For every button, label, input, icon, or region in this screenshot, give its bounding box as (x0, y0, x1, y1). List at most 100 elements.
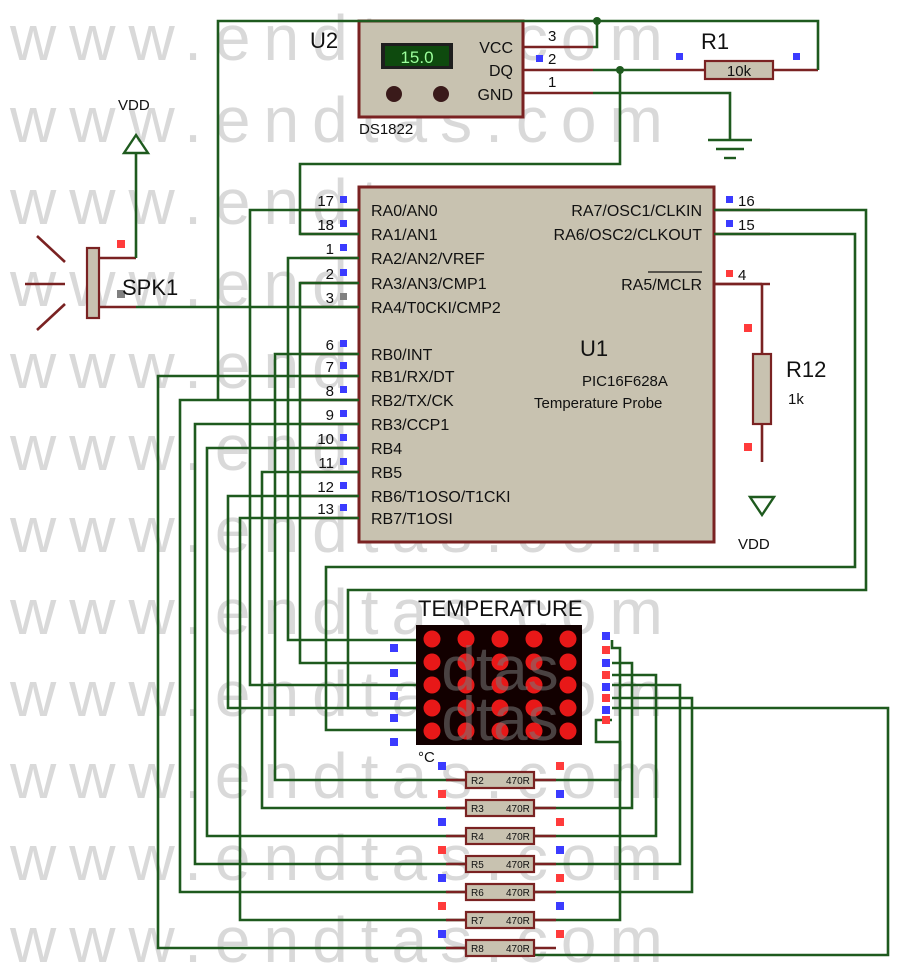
resistor-value: 470R (506, 944, 530, 955)
wire-col1 (534, 640, 622, 782)
u1-left-labels: 17RA0/AN018RA1/AN11RA2/AN2/VREF2RA3/AN3/… (317, 193, 510, 528)
r1-designator: R1 (701, 29, 729, 54)
u1-right-pin-num: 15 (738, 217, 755, 234)
resistor-value: 470R (506, 916, 530, 927)
resistor-designator: R8 (471, 944, 484, 955)
u1-left-pin-name: RB7/T1OSI (371, 511, 453, 528)
u1-left-pin-marker (340, 196, 347, 203)
u1-microcontroller[interactable]: 17RA0/AN018RA1/AN11RA2/AN2/VREF2RA3/AN3/… (300, 185, 770, 544)
u1-left-pin-num: 3 (326, 290, 334, 307)
spk1-marker-top (117, 240, 125, 248)
r1-resistor[interactable]: 10k R1 (660, 29, 818, 81)
u1-left-pin-num: 7 (326, 359, 334, 376)
wire-col6 (532, 706, 890, 957)
u1-right-pin-name: RA5/MCLR (621, 277, 702, 294)
matrix-led (525, 630, 543, 648)
u1-left-pin-name: RA0/AN0 (371, 203, 438, 220)
matrix-led (559, 630, 577, 648)
u1-left-pin-name: RB1/RX/DT (371, 369, 455, 386)
u2-lcd (385, 46, 449, 66)
matrix-led (525, 722, 543, 740)
matrix-led (491, 722, 509, 740)
resistor-marker-left (438, 930, 446, 938)
wire-rb4 (205, 446, 466, 838)
matrix-unit: °C (418, 749, 435, 766)
matrix-left-marker (390, 738, 398, 746)
vdd-bottom-label: VDD (738, 536, 770, 553)
u1-left-pin-name: RB5 (371, 465, 402, 482)
u1-left-pin-marker (340, 269, 347, 276)
u1-left-pin-num: 13 (317, 501, 334, 518)
r12-resistor[interactable]: R12 1k (714, 282, 826, 462)
matrix-led (559, 676, 577, 694)
r1-marker-right (793, 53, 800, 60)
resistor-marker-left (438, 762, 446, 770)
u1-designator: U1 (580, 336, 608, 361)
vdd-top-arrow (121, 132, 151, 155)
matrix-led (457, 630, 475, 648)
r1-value: 10k (727, 63, 752, 80)
u1-left-pin-num: 11 (318, 455, 334, 472)
u1-right-labels: 16RA7/OSC1/CLKIN15RA6/OSC2/CLKOUT4RA5/MC… (554, 193, 755, 294)
matrix-led (491, 630, 509, 648)
resistor-body (464, 938, 536, 958)
spk1-wave-lower (36, 303, 66, 331)
u2-pin-dq-label: DQ (489, 63, 513, 80)
spk1-body (85, 246, 101, 320)
u2-knob-left (386, 86, 402, 102)
u1-left-pin-num: 2 (326, 266, 334, 283)
matrix-title: TEMPERATURE (418, 596, 583, 621)
resistor-marker-right (556, 818, 564, 826)
matrix-left-marker (390, 692, 398, 700)
led-matrix[interactable]: TEMPERATURE dtas dtas °C (390, 596, 610, 766)
resistor-marker-left (438, 790, 446, 798)
resistor-designator: R5 (471, 860, 484, 871)
matrix-right-marker (602, 683, 610, 691)
matrix-led (423, 653, 441, 671)
wire-rb1 (156, 374, 466, 950)
u1-right-pin-name: RA7/OSC1/CLKIN (571, 203, 702, 220)
u2-knob-right (433, 86, 449, 102)
resistor-marker-left (438, 874, 446, 882)
u2-pin-gnd-label: GND (477, 87, 513, 104)
wire-col3 (534, 673, 658, 838)
matrix-right-marker (602, 716, 610, 724)
u1-right-pin-marker (726, 220, 733, 227)
resistor-designator: R4 (471, 832, 484, 843)
resistor-body (464, 770, 536, 790)
matrix-overlay-top: dtas (441, 635, 558, 704)
wire-rb2 (178, 398, 466, 894)
u1-left-pin-marker (340, 504, 347, 511)
u1-left-pin-name: RA2/AN2/VREF (371, 251, 485, 268)
resistor-marker-right (556, 762, 564, 770)
resistor-marker-left (438, 818, 446, 826)
spk1-speaker[interactable]: SPK1 (25, 235, 178, 331)
wire-col4 (534, 683, 682, 866)
wire-gnd (593, 91, 732, 140)
u1-left-pin-num: 9 (326, 407, 334, 424)
u1-right-pin-marker (726, 196, 733, 203)
u1-description: Temperature Probe (534, 395, 662, 412)
wire-dq-ra1 (298, 70, 622, 236)
resistor-r8[interactable]: R8 470R (438, 930, 564, 958)
u2-sensor[interactable]: 15.0 VCC DQ GND 3 2 1 U2 DS1822 (310, 19, 593, 138)
matrix-led (491, 653, 509, 671)
resistor-marker-left (438, 846, 446, 854)
matrix-led (491, 676, 509, 694)
wire-vcc-left (216, 19, 597, 400)
matrix-led (525, 653, 543, 671)
matrix-led (423, 722, 441, 740)
u1-body (357, 185, 716, 544)
u1-left-pin-num: 1 (326, 241, 334, 258)
r1-marker-left (676, 53, 683, 60)
r12-body (751, 352, 773, 426)
resistor-body (464, 826, 536, 846)
